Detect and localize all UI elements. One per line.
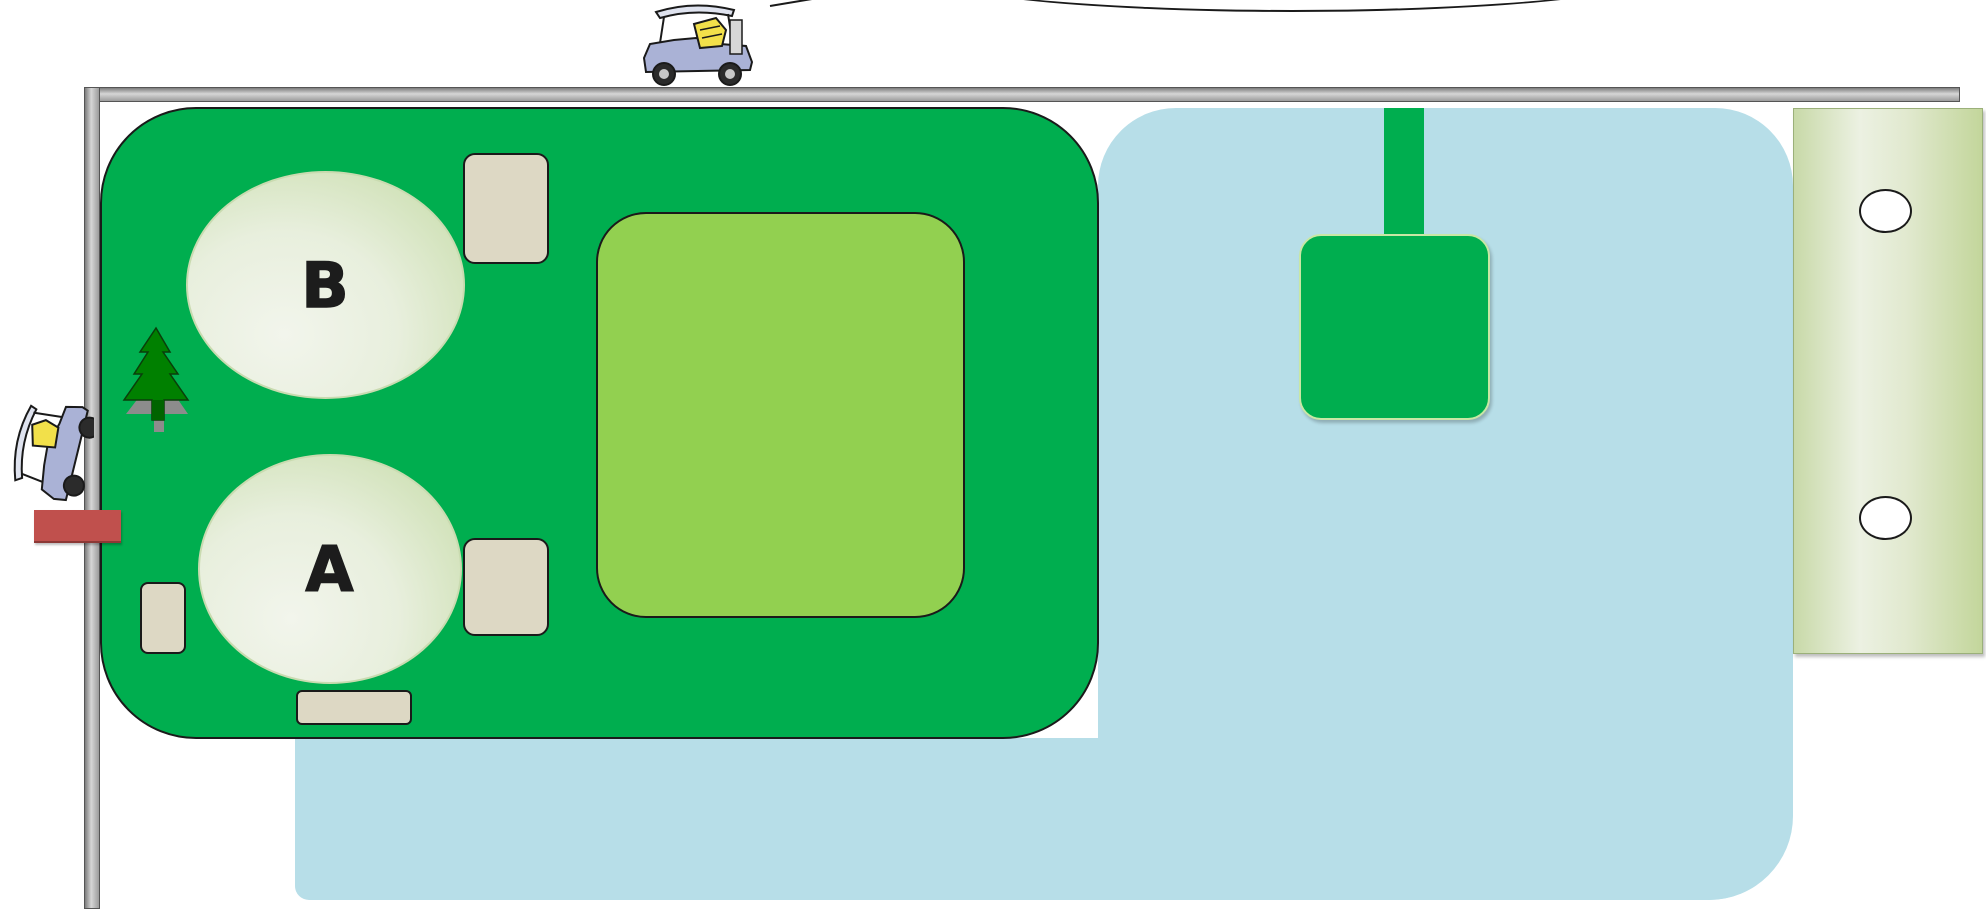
light-green-square [596, 212, 965, 618]
circle-a: A [198, 454, 462, 684]
pad-bottom-wide [296, 690, 412, 725]
pad-small-left [140, 582, 186, 654]
pad-top-right [463, 153, 549, 264]
speech-bubble-tail [769, 0, 813, 7]
green-square-stem [1384, 108, 1424, 236]
golf-cart-icon [13, 404, 94, 502]
golf-cart-icon [642, 4, 754, 86]
red-marker [34, 510, 121, 543]
circle-b-label: B [301, 248, 350, 323]
speech-bubble [912, 0, 1672, 12]
circle-a-label: A [305, 532, 355, 607]
pad-bottom-right [463, 538, 549, 636]
top-rail [84, 87, 1960, 102]
circle-b: B [186, 171, 465, 399]
water-area-bottom [295, 738, 1792, 900]
pine-tree-icon [122, 326, 190, 432]
green-square-small [1299, 234, 1490, 420]
building-opening-top [1859, 189, 1912, 233]
building-opening-bottom [1859, 496, 1912, 540]
